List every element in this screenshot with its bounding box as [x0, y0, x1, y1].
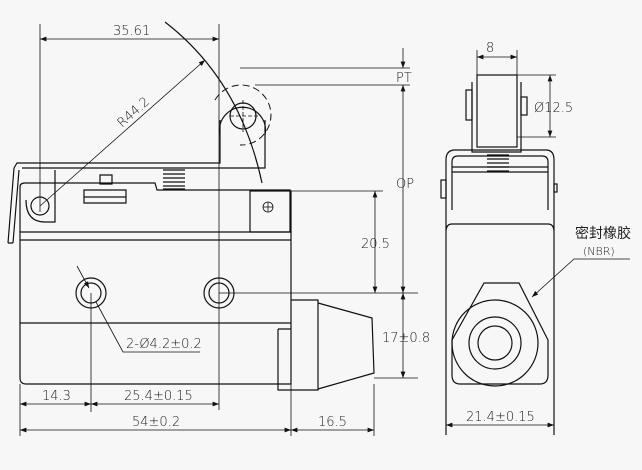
dim-roller-diameter: Ø12.5 [534, 101, 573, 116]
roller-side [476, 74, 518, 148]
front-view: 35.61 R44.2 PT OP 20.5 17±0.8 2-Ø4.2±0.2… [7, 21, 430, 436]
plunger-boot [277, 299, 375, 391]
dim-body-length: 54±0.2 [132, 415, 180, 430]
dim-lever-offset: 35.61 [113, 24, 150, 39]
roller [214, 84, 272, 146]
dimension-lines [19, 24, 418, 436]
spring-icon [163, 169, 185, 190]
side-view: 8 Ø12.5 21.4±0.15 密封橡胶 (NBR) [440, 41, 631, 435]
seal-label: 密封橡胶 [575, 225, 631, 242]
dim-hole-spacing: 25.4±0.15 [124, 389, 193, 404]
side-body [445, 210, 555, 435]
dim-radius: R44.2 [115, 94, 153, 131]
seal-boot [451, 282, 549, 385]
seal-material: (NBR) [583, 245, 615, 258]
pivot-boss [25, 170, 56, 223]
dim-hole-height: 20.5 [361, 237, 390, 252]
dim-roller-width: 8 [486, 41, 494, 56]
radius-arc [164, 21, 263, 184]
dim-pretravel: PT [396, 71, 412, 86]
actuator-button [83, 174, 127, 204]
spring-icon [487, 154, 509, 172]
dim-body-width: 21.4±0.15 [466, 410, 535, 425]
dim-edge-to-hole: 14.3 [42, 389, 71, 404]
lever-arm [13, 120, 266, 169]
bracket [445, 149, 555, 210]
switch-body [19, 231, 292, 385]
lever-tab [7, 167, 20, 244]
dim-operating-position: OP [396, 177, 414, 192]
upper-housing [19, 182, 291, 232]
dim-hole-callout: 2-Ø4.2±0.2 [126, 337, 202, 352]
dim-plunger-height: 17±0.8 [382, 331, 430, 346]
dim-boot-length: 16.5 [318, 415, 347, 430]
